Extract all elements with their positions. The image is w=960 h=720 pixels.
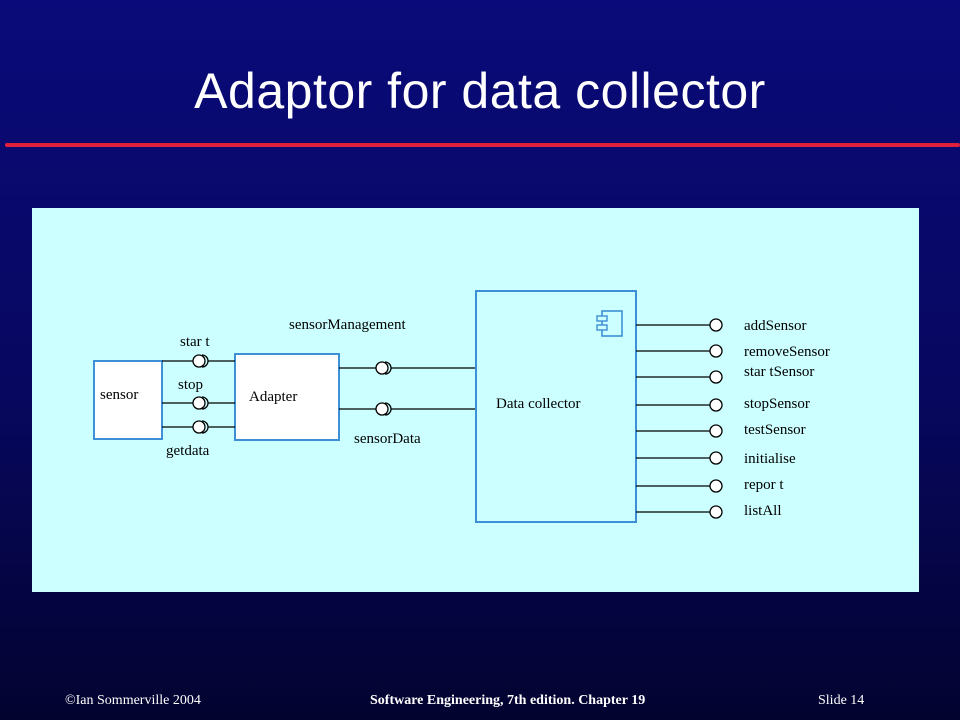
footer-copyright: ©Ian Sommerville 2004 — [65, 693, 201, 708]
component-diagram: sensor Adapter star t stop getdata — [32, 208, 919, 592]
start-sensor-label: star tSensor — [744, 364, 814, 380]
add-sensor-label: addSensor — [744, 318, 807, 334]
start-interface — [162, 354, 235, 368]
initialise-label: initialise — [744, 451, 796, 467]
stop-interface — [162, 396, 235, 410]
start-sensor-interface — [636, 370, 723, 384]
sensor-label: sensor — [100, 387, 138, 403]
list-all-label: listAll — [744, 503, 782, 519]
sensor-data-interface — [339, 402, 476, 416]
initialise-interface — [636, 451, 723, 465]
report-label: repor t — [744, 477, 784, 493]
sensor-management-interface — [339, 361, 476, 375]
getdata-interface — [162, 420, 235, 434]
stop-sensor-interface — [636, 398, 723, 412]
component-icon — [596, 310, 623, 337]
test-sensor-interface — [636, 424, 723, 438]
stop-sensor-label: stopSensor — [744, 396, 810, 412]
data-collector-label: Data collector — [496, 396, 581, 412]
test-sensor-label: testSensor — [744, 422, 806, 438]
sensor-management-label: sensorManagement — [289, 317, 406, 333]
footer-book-title: Software Engineering, 7th edition. Chapt… — [370, 693, 646, 708]
remove-sensor-interface — [636, 344, 723, 358]
slide-title: Adaptor for data collector — [194, 63, 766, 119]
start-label: star t — [180, 334, 210, 350]
getdata-label: getdata — [166, 443, 210, 459]
list-all-interface — [636, 505, 723, 519]
report-interface — [636, 479, 723, 493]
add-sensor-interface — [636, 318, 723, 332]
diagram-canvas: sensor Adapter star t stop getdata — [93, 290, 830, 523]
sensor-component — [93, 360, 163, 440]
remove-sensor-label: removeSensor — [744, 344, 830, 360]
title-divider — [5, 143, 960, 147]
adapter-component — [234, 353, 340, 441]
adapter-label: Adapter — [249, 389, 297, 405]
stop-label: stop — [178, 377, 203, 393]
footer-slide-number: Slide 14 — [818, 693, 865, 708]
sensor-data-label: sensorData — [354, 431, 421, 447]
